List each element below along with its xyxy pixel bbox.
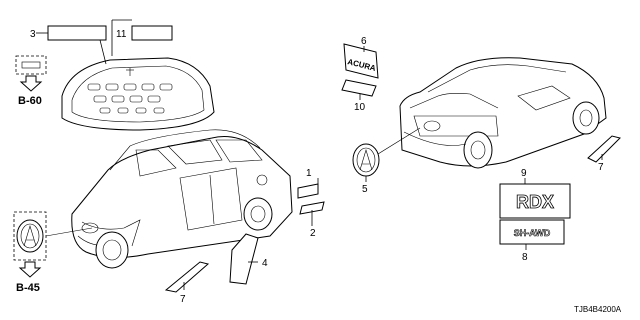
rear-car bbox=[399, 57, 607, 169]
badge-1 bbox=[297, 183, 319, 199]
label-11 bbox=[131, 25, 173, 41]
callout-2: 2 bbox=[310, 228, 316, 239]
callout-6: 6 bbox=[361, 36, 367, 47]
emblem-shawd-8 bbox=[499, 219, 565, 245]
ref-b45: B-45 bbox=[16, 282, 40, 294]
ref-b60: B-60 bbox=[18, 95, 42, 107]
callout-11: 11 bbox=[116, 29, 127, 40]
b60-arrow-icon bbox=[19, 75, 43, 92]
callout-4: 4 bbox=[262, 258, 268, 269]
acura-emblem-6: ACURA bbox=[343, 43, 379, 79]
front-car bbox=[71, 129, 293, 269]
callout-3: 3 bbox=[30, 29, 36, 40]
emblem-rdx-text: RDX bbox=[516, 192, 554, 212]
callout-7b: 7 bbox=[598, 162, 604, 173]
emblem-10 bbox=[341, 79, 377, 97]
b45-arrow-icon bbox=[18, 261, 42, 278]
side-emblem-7a bbox=[164, 261, 210, 293]
b60-ref-box bbox=[15, 55, 47, 75]
callout-10: 10 bbox=[354, 102, 366, 113]
emblem-shawd-text: SH-AWD bbox=[514, 228, 551, 238]
emblem-rdx-9 bbox=[499, 183, 571, 219]
hood-panel bbox=[61, 57, 215, 131]
label-4 bbox=[229, 233, 259, 285]
callout-5: 5 bbox=[362, 184, 368, 195]
diagram-code: TJB4B4200A bbox=[574, 305, 622, 314]
badge-2 bbox=[299, 201, 325, 215]
label-3 bbox=[47, 25, 107, 41]
callout-7a: 7 bbox=[180, 294, 186, 305]
side-emblem-7b bbox=[587, 135, 621, 163]
front-emblem bbox=[16, 219, 44, 253]
callout-9: 9 bbox=[521, 168, 527, 179]
callout-8: 8 bbox=[522, 252, 528, 263]
rear-emblem-5 bbox=[352, 143, 380, 177]
callout-1: 1 bbox=[306, 168, 312, 179]
